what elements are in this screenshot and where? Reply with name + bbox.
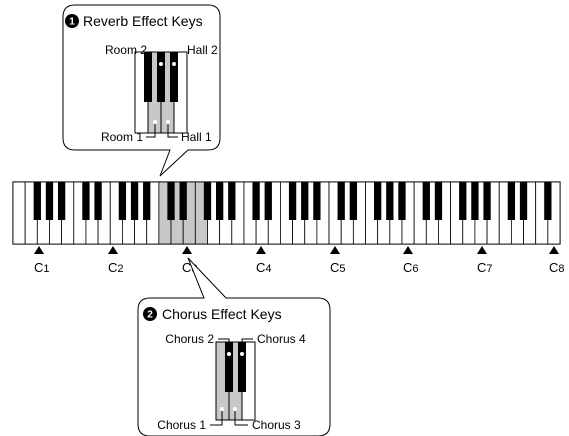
black-key: [483, 182, 491, 220]
octave-label: C4: [256, 260, 272, 275]
black-keys: [33, 182, 552, 220]
octave-label: C5: [330, 260, 346, 275]
black-key: [264, 182, 272, 220]
black-key: [386, 182, 394, 220]
label-chorus-3: Chorus 3: [252, 418, 301, 432]
octave-label: C1: [34, 260, 50, 275]
black-key: [374, 182, 382, 220]
chorus-callout: 2 Chorus Effect Keys Chorus 2 Chorus 4 C…: [137, 257, 331, 436]
black-key: [179, 182, 187, 220]
black-key: [288, 182, 297, 220]
white-key: [12, 181, 26, 245]
chorus-badge-icon: [143, 307, 157, 321]
black-key: [519, 182, 528, 220]
chorus-title: Chorus Effect Keys: [162, 306, 282, 322]
reverb-title: Reverb Effect Keys: [83, 13, 203, 29]
octave-label: C8: [549, 260, 565, 275]
label-room-2: Room 2: [105, 43, 147, 57]
black-key: [301, 182, 309, 220]
chorus-badge: 2: [147, 310, 153, 321]
black-key: [544, 182, 552, 220]
black-key: [507, 182, 516, 220]
black-key: [337, 182, 345, 220]
black-key: [45, 182, 54, 220]
black-key: [459, 182, 467, 220]
black-key: [33, 182, 41, 220]
octave-label: C6: [403, 260, 419, 275]
black-key: [215, 182, 224, 220]
octave-marker-icon: [34, 246, 44, 254]
label-chorus-1: Chorus 1: [157, 418, 206, 432]
black-key: [82, 182, 90, 220]
black-key: [57, 182, 66, 220]
octave-label: C2: [108, 260, 124, 275]
reverb-callout: 1 Reverb Effect Keys Room 2 Hall 2 Room …: [62, 4, 221, 177]
black-key: [167, 182, 175, 220]
octave-label: C7: [477, 260, 493, 275]
black-key: [398, 182, 406, 220]
black-key: [349, 182, 358, 220]
reverb-mini-keyboard: [134, 51, 188, 138]
black-key: [313, 182, 321, 220]
chorus-mini-keyboard: [210, 338, 256, 426]
octave-marker-icon: [256, 246, 266, 254]
octave-marker-icon: [108, 246, 118, 254]
black-key: [118, 182, 127, 220]
black-key: [434, 182, 443, 220]
octave-marker-icon: [477, 246, 487, 254]
label-chorus-2: Chorus 2: [165, 332, 214, 346]
reverb-badge: 1: [69, 17, 75, 28]
black-key: [203, 182, 212, 220]
label-hall-2: Hall 2: [187, 43, 218, 57]
label-hall-1: Hall 1: [181, 130, 212, 144]
octave-markers: C1C2C3C4C5C6C7C8: [34, 246, 565, 275]
label-chorus-4: Chorus 4: [257, 332, 306, 346]
octave-marker-icon: [403, 246, 413, 254]
reverb-badge-icon: [65, 14, 79, 28]
black-key: [422, 182, 430, 220]
black-key: [130, 182, 139, 220]
octave-marker-icon: [549, 246, 559, 254]
black-key: [143, 182, 151, 220]
black-key: [94, 182, 102, 220]
label-room-1: Room 1: [101, 130, 143, 144]
octave-marker-icon: [330, 246, 340, 254]
black-key: [471, 182, 479, 220]
octave-marker-icon: [182, 246, 192, 254]
main-keyboard: [12, 181, 561, 245]
black-key: [252, 182, 260, 220]
black-key: [228, 182, 236, 220]
